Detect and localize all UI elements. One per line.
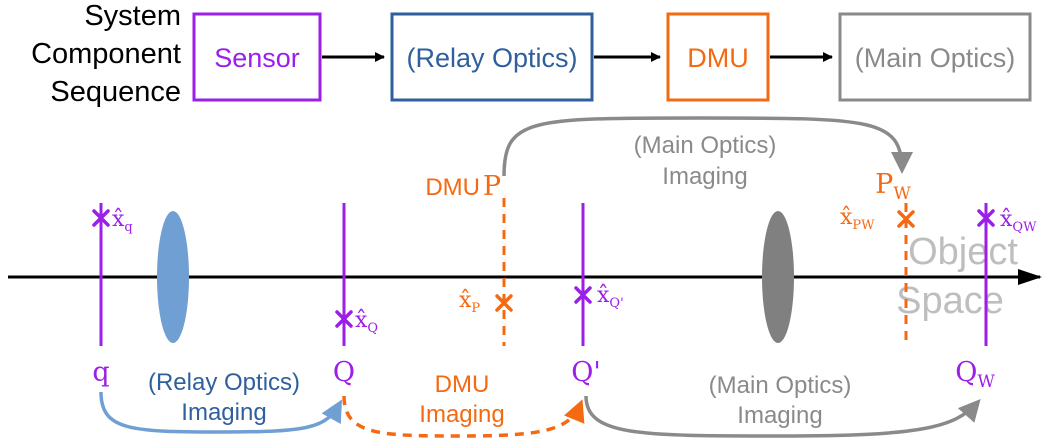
dmu-imaging-line-2: Imaging	[419, 401, 504, 428]
point-x-Q-W	[977, 209, 995, 227]
dmu-imaging-arc	[342, 395, 585, 438]
point-x-Q-prime	[574, 286, 592, 304]
point-x-q	[92, 209, 110, 227]
main-optics-imaging-arc-bottom	[584, 395, 981, 438]
main-optics-imaging-label-top: (Main Optics) Imaging	[634, 132, 777, 190]
dmu-imaging-line-1: DMU	[435, 371, 490, 398]
point-x-P	[495, 294, 513, 312]
dmu-label: DMU	[687, 43, 749, 73]
sequence-title-line-3: Sequence	[50, 76, 181, 108]
sequence-title-line-1: System	[84, 0, 181, 32]
label-x-P: x̂P	[459, 288, 480, 316]
main-optics-label: (Main Optics)	[855, 43, 1016, 73]
main-optics-imaging-bottom-line-2: Imaging	[737, 402, 822, 429]
label-x-P-W: x̂PW	[840, 205, 875, 233]
point-x-Q	[335, 310, 353, 328]
label-plane-P: P	[483, 171, 501, 202]
main-optics-imaging-top-line-1: (Main Optics)	[634, 132, 777, 159]
label-plane-P-W: PW	[875, 169, 911, 204]
sensor-box	[192, 12, 322, 102]
sensor-label: Sensor	[214, 43, 300, 73]
dmu-box	[666, 12, 770, 102]
sequence-title-line-2: Component	[31, 38, 181, 70]
object-space-line-2: Space	[896, 280, 1004, 322]
dmu-imaging-label: DMU Imaging	[419, 371, 504, 428]
sequence-title: System Component Sequence	[31, 0, 181, 108]
relay-lens	[157, 211, 189, 343]
object-space-line-1: Object	[908, 231, 1018, 273]
label-plane-q: q	[92, 357, 109, 388]
label-plane-Q: Q	[333, 357, 355, 388]
point-x-P-W	[897, 210, 915, 228]
label-x-Q: x̂Q	[355, 308, 378, 336]
relay-optics-imaging-line-2: Imaging	[181, 399, 266, 426]
relay-optics-imaging-arc	[99, 391, 342, 434]
relay-optics-label: (Relay Optics)	[406, 43, 577, 73]
main-optics-imaging-arc-top	[502, 116, 913, 177]
main-optics-box	[838, 12, 1032, 102]
main-optics-imaging-label-bottom: (Main Optics) Imaging	[709, 372, 852, 429]
label-x-q: x̂q	[112, 207, 133, 235]
label-plane-Q-W: QW	[955, 357, 995, 392]
relay-optics-imaging-label: (Relay Optics) Imaging	[148, 369, 300, 426]
label-x-Q-W: x̂QW	[1000, 207, 1037, 235]
label-x-Q-prime: x̂Q'	[597, 283, 624, 311]
label-plane-P-prefix: DMU	[425, 174, 480, 201]
main-optics-imaging-bottom-line-1: (Main Optics)	[709, 372, 852, 399]
main-lens	[762, 211, 794, 343]
main-optics-imaging-top-line-2: Imaging	[662, 163, 747, 190]
relay-optics-box	[390, 12, 594, 102]
relay-optics-imaging-line-1: (Relay Optics)	[148, 369, 300, 396]
label-plane-Q-prime: Q'	[571, 357, 601, 388]
